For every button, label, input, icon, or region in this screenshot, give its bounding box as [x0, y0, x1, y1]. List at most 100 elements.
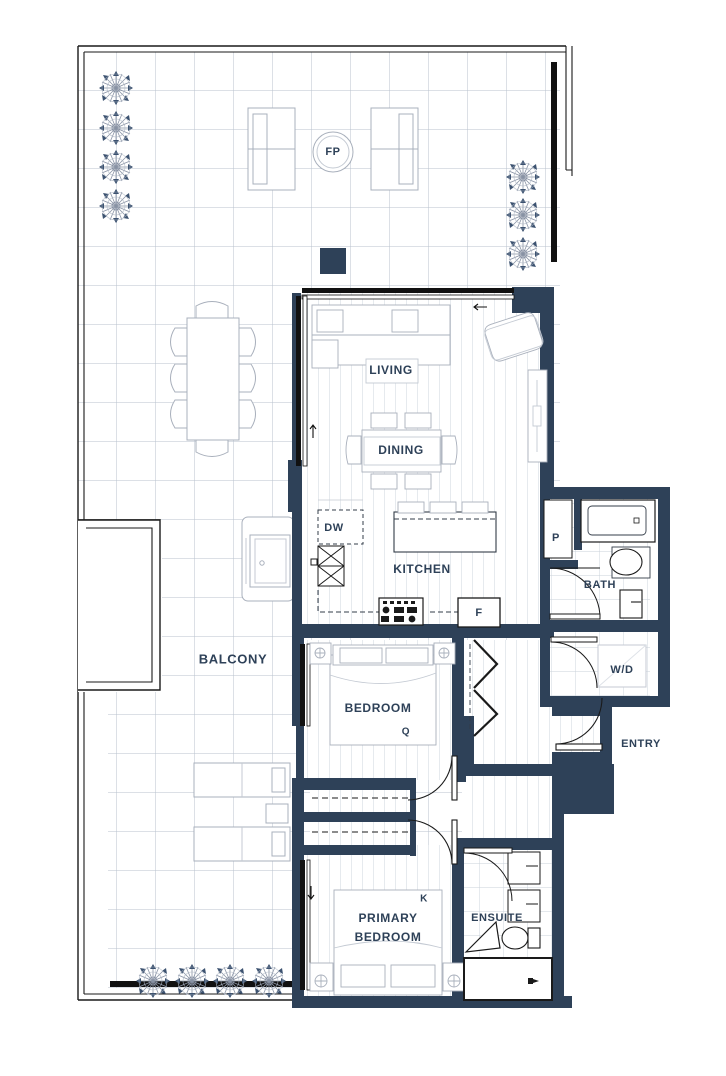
bathtub	[580, 499, 656, 543]
ensuite-shower	[463, 957, 553, 1001]
bifold-closet-doors	[473, 639, 499, 737]
media-console	[527, 369, 548, 463]
balcony-notch-outline3	[86, 527, 153, 683]
room-label-ensuite: ENSUITE	[471, 912, 523, 924]
dishwasher-unit	[317, 509, 364, 545]
wall-hall-ensuite-top	[452, 764, 562, 776]
planter-box	[320, 248, 346, 274]
plant-icon	[135, 963, 171, 999]
pillow	[340, 964, 386, 988]
primary-bedroom-door	[407, 819, 458, 865]
outdoor-dining-set	[170, 301, 256, 457]
wall-hall-vertical	[462, 716, 474, 776]
bath-fixtures	[543, 499, 656, 620]
room-label-living: LIVING	[369, 363, 413, 377]
balcony-notch-fill	[78, 520, 162, 692]
slider-top-glass	[301, 294, 515, 300]
plant-icon	[98, 110, 134, 146]
label-fridge: F	[475, 607, 482, 619]
wall-ensuite-top	[462, 838, 564, 850]
wall-right-exterior	[658, 487, 670, 707]
bath-door	[549, 567, 601, 620]
plant-icon	[505, 197, 541, 233]
label-pantry: P	[552, 532, 560, 544]
room-label-bath: BATH	[584, 579, 616, 591]
room-label-primary-line1: PRIMARY	[358, 911, 417, 925]
wall-bath-top	[540, 487, 670, 499]
closet-shelves	[312, 797, 408, 833]
plant-icon	[212, 963, 248, 999]
ensuite-toilet	[501, 926, 541, 950]
kitchen-sink	[310, 545, 345, 587]
living-label-box	[365, 358, 419, 384]
outdoor-grill	[241, 516, 295, 602]
plant-icon	[98, 70, 134, 106]
nightstand-right	[433, 642, 456, 665]
pillow	[390, 964, 436, 988]
label-king-bed: K	[420, 894, 428, 905]
fire-pit	[312, 131, 354, 173]
label-queen-bed: Q	[402, 727, 410, 738]
pillow	[385, 647, 429, 664]
ensuite-bench	[464, 920, 501, 953]
wall-closet-left	[292, 778, 304, 856]
slider-left-glass	[302, 295, 308, 467]
wall-kitchen-bottom	[292, 624, 464, 638]
room-label-primary-line2: BEDROOM	[355, 930, 422, 944]
laundry-door	[550, 636, 598, 689]
slider-left-frame	[296, 296, 301, 466]
wall-bedroom-left-lower	[296, 726, 304, 780]
wall-entry-right	[600, 716, 612, 764]
lounger-upper	[193, 762, 291, 798]
range-cooktop	[378, 597, 424, 626]
wall-left-kitchen	[292, 512, 302, 624]
armchair	[484, 312, 544, 362]
wall-closet-mid	[302, 812, 414, 822]
wall-pantry-bottom	[540, 560, 578, 569]
closet-floor-upper	[310, 786, 410, 814]
lounger-lower	[193, 826, 291, 862]
wall-bath-laundry-divider	[540, 620, 660, 632]
window-primary-glass	[306, 859, 311, 991]
balcony-notch-outline2	[78, 519, 161, 691]
balcony-furniture	[170, 107, 419, 862]
primary-nightstand-left	[309, 962, 334, 992]
room-labels: LIVING DINING KITCHEN BEDROOM PRIMARY BE…	[199, 363, 661, 944]
wall-entry-top	[552, 706, 612, 716]
primary-bedroom-furniture	[309, 889, 467, 996]
dining-chairs	[345, 412, 458, 490]
dining-label-box	[363, 436, 441, 466]
refrigerator-unit	[457, 597, 501, 628]
ensuite-door	[463, 847, 513, 902]
balcony-return-upper-right	[565, 46, 573, 176]
lounger-side-table	[265, 803, 289, 824]
primary-nightstand-right	[442, 962, 467, 992]
wall-left-kitchen-jog	[288, 460, 302, 512]
nightstand-left	[309, 642, 332, 665]
windows-and-sliders	[296, 288, 515, 991]
plant-icon	[505, 236, 541, 272]
outdoor-sofa-left	[247, 107, 296, 191]
room-label-bedroom: BEDROOM	[345, 701, 412, 715]
plant-icon	[174, 963, 210, 999]
bath-toilet	[619, 589, 643, 619]
label-fireplace: FP	[325, 146, 340, 158]
wall-closet-right	[410, 778, 416, 856]
wd-diagonal	[597, 644, 647, 688]
wall-ensuite-right	[552, 764, 564, 1004]
shower-fixture-icon	[528, 978, 539, 984]
balcony-left-edge	[104, 692, 108, 988]
sectional-sofa	[311, 304, 451, 369]
wall-pantry-right	[574, 496, 582, 550]
primary-duvet-fold	[333, 940, 443, 949]
slider-top-frame	[302, 288, 514, 293]
wall-laundry-bottom	[540, 696, 660, 707]
label-dishwasher: DW	[324, 522, 344, 534]
wall-entry-bottom	[552, 752, 612, 764]
closet-floor-lower	[310, 820, 410, 848]
living-furniture	[311, 304, 548, 463]
bedroom-furniture	[309, 642, 456, 746]
bath-vanity-sink	[609, 546, 651, 579]
